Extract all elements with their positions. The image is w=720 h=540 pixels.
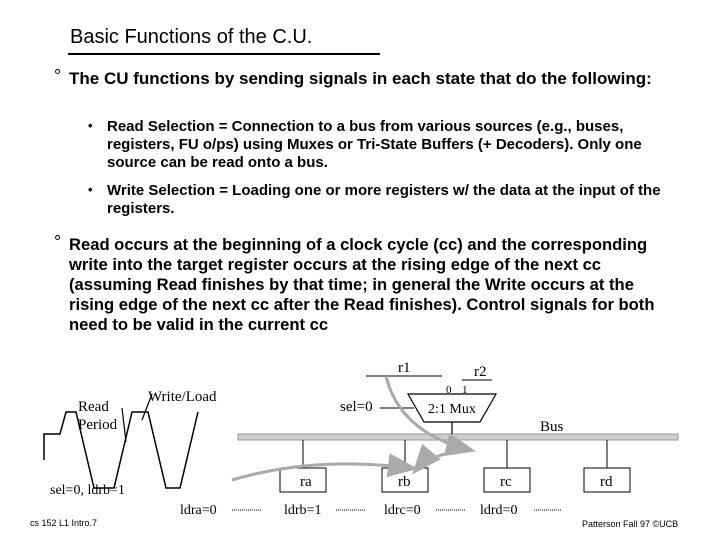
- sub-bullet-mark: •: [88, 182, 93, 197]
- mux-shape: [406, 393, 498, 423]
- read-period-label-2: Period: [78, 417, 118, 433]
- slide-title: Basic Functions of the C.U.: [70, 26, 313, 48]
- sub-bullet-read-selection: • Read Selection = Connection to a bus f…: [88, 118, 678, 172]
- read-period-label-1: Read: [78, 399, 109, 415]
- sub-bullet-mark: •: [88, 118, 93, 133]
- bullet-text: The CU functions by sending signals in e…: [69, 69, 652, 88]
- sub-bullet-text: Read Selection = Connection to a bus fro…: [107, 118, 642, 171]
- read-period-arrow: [121, 407, 127, 443]
- register-rc-label: rc: [500, 474, 512, 490]
- write-load-arrow: [141, 393, 153, 421]
- load-rd: ldrd=0: [480, 503, 517, 518]
- bullet-read-write-timing: ° Read occurs at the beginning of a cloc…: [38, 232, 678, 335]
- flow-arrow-r1-to-bus: [384, 375, 476, 457]
- register-ra: [279, 467, 327, 493]
- r2-label: r2: [474, 364, 487, 380]
- flow-arrow-write-to-rb: [231, 453, 418, 482]
- register-rb-label: rb: [398, 474, 411, 490]
- bullet-mark: °: [54, 66, 62, 86]
- load-rb: ldrb=1: [284, 503, 321, 518]
- clock-waveform: [43, 411, 199, 489]
- load-ra: ldra=0: [180, 503, 217, 518]
- mux-label: 2:1 Mux: [428, 402, 476, 417]
- sub-bullet-write-selection: • Write Selection = Loading one or more …: [88, 182, 678, 218]
- register-rd-label: rd: [600, 474, 613, 490]
- write-load-label: Write/Load: [148, 389, 217, 405]
- bullet-mark: °: [54, 232, 62, 252]
- load-rc: ldrc=0: [384, 503, 421, 518]
- mux-input-0: 0: [446, 384, 452, 396]
- footer-course-slide: cs 152 L1 Intro.7: [30, 518, 98, 528]
- sel-ldrb-label: sel=0, ldrb=1: [50, 483, 125, 498]
- sel0-label: sel=0: [340, 399, 373, 415]
- mux-input-1: 1: [462, 384, 468, 396]
- bus: [237, 433, 679, 441]
- datapath-diagram: Read Period Write/Load sel=0, ldrb=1 2:1…: [43, 360, 679, 518]
- bullet-cu-functions: ° The CU functions by sending signals in…: [38, 66, 678, 89]
- flow-arrow-bus-to-rb: [412, 443, 471, 475]
- footer-credit: Patterson Fall 97 ©UCB: [582, 519, 679, 529]
- r1-label: r1: [398, 360, 411, 376]
- bus-label: Bus: [540, 419, 564, 435]
- bullet-text: Read occurs at the beginning of a clock …: [69, 235, 655, 334]
- register-ra-label: ra: [300, 474, 312, 490]
- sub-bullet-text: Write Selection = Loading one or more re…: [107, 182, 661, 217]
- title-underline: [68, 53, 380, 55]
